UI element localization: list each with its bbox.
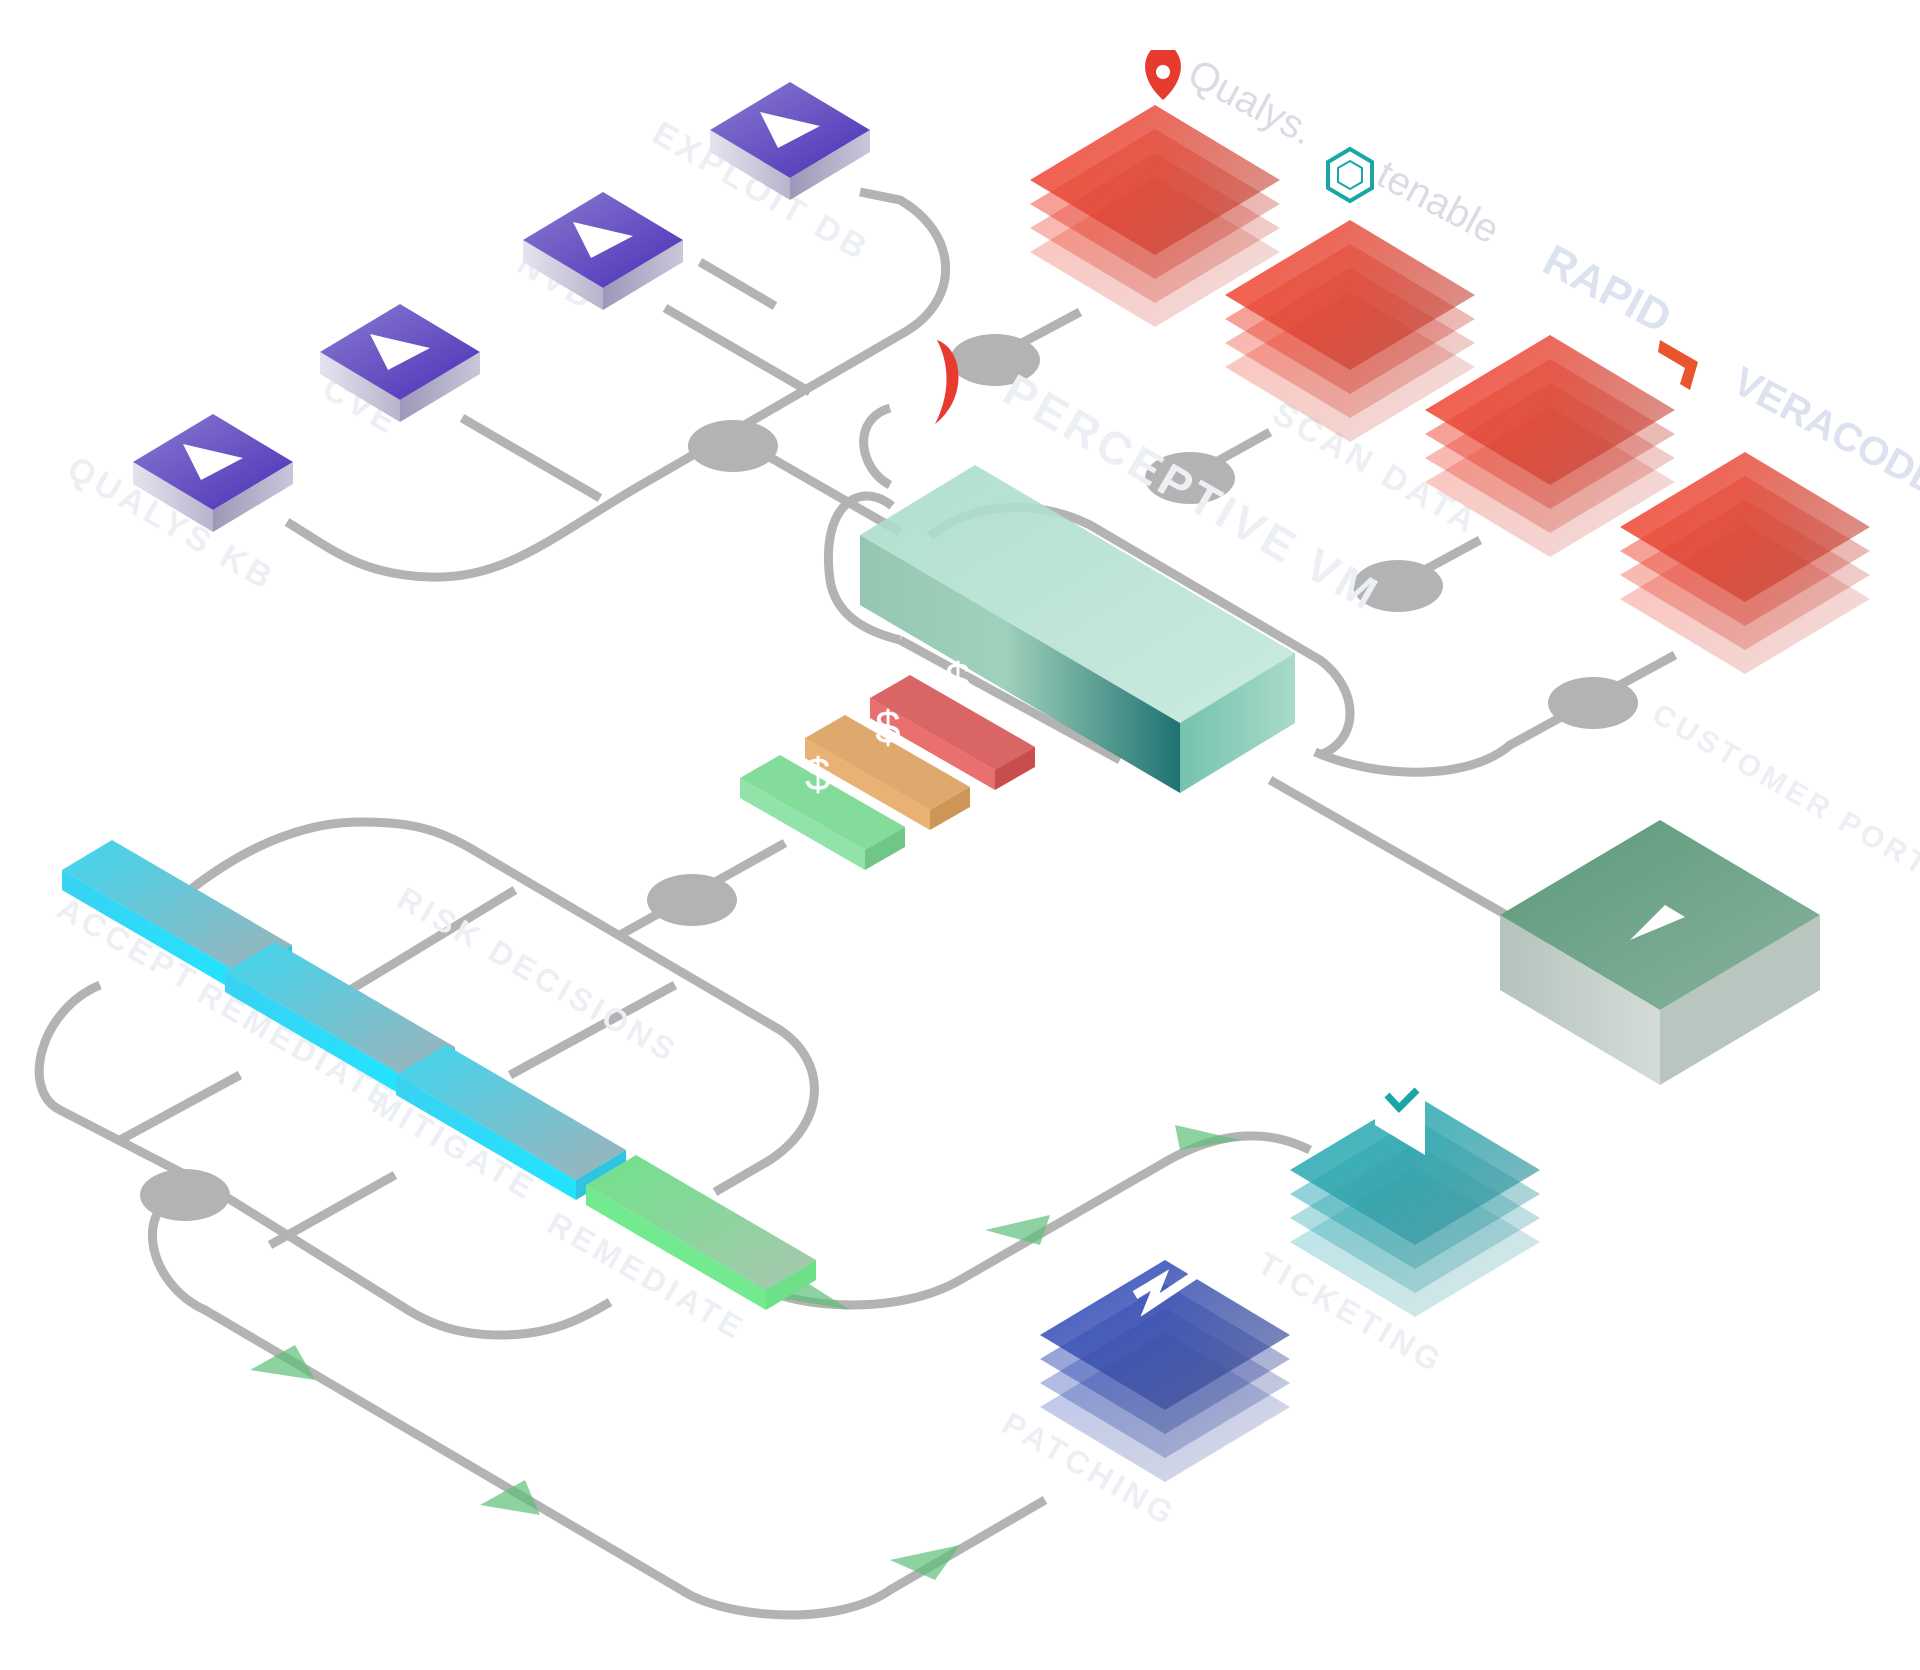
currency-bar-orange[interactable]: $ — [805, 701, 970, 830]
junction-node — [1145, 452, 1235, 504]
connector-lines — [34, 187, 1678, 1620]
brand-mark — [935, 340, 959, 424]
feed-tile-qualys-kb[interactable] — [133, 414, 293, 532]
junction-nodes — [140, 334, 1638, 1221]
junction-node — [1353, 560, 1443, 612]
currency-bars: $ $ $ — [740, 653, 1035, 870]
feed-tile-exploit-db[interactable] — [710, 82, 870, 200]
scanner-stack-qualys[interactable] — [1030, 105, 1280, 327]
currency-bar-green[interactable]: $ — [740, 748, 905, 870]
junction-node — [647, 874, 737, 926]
currency-icon: $ — [945, 653, 971, 705]
customer-portfolio-block[interactable] — [1500, 820, 1820, 1085]
tenable-wordmark: tenable — [1370, 152, 1507, 252]
intel-feed-tiles — [133, 82, 870, 532]
check-icon — [1375, 1050, 1425, 1155]
patching-stack[interactable] — [1040, 1260, 1290, 1482]
currency-icon: $ — [805, 748, 831, 800]
currency-icon: $ — [875, 701, 901, 753]
arrow-icon — [250, 1345, 315, 1380]
junction-node — [140, 1169, 230, 1221]
core-engine-block[interactable] — [860, 465, 1295, 793]
scanner-stack-rapid7[interactable] — [1425, 335, 1675, 557]
arrow-icon — [890, 1545, 960, 1580]
play-icon — [370, 334, 430, 370]
action-bars — [62, 840, 816, 1310]
rapid7-mark-icon — [1658, 340, 1698, 390]
feed-tile-cve[interactable] — [320, 304, 480, 422]
arrow-icon — [480, 1480, 540, 1515]
arrow-icon — [985, 1215, 1050, 1245]
tenable-hex-icon — [1326, 146, 1374, 204]
feed-tile-nvd[interactable] — [523, 192, 683, 310]
currency-bar-red[interactable]: $ — [870, 653, 1035, 790]
lightning-icon — [1132, 1269, 1198, 1317]
junction-node — [1548, 677, 1638, 729]
play-icon — [183, 444, 243, 480]
junction-node — [950, 334, 1040, 386]
action-bar-remediate-green[interactable] — [586, 1155, 816, 1310]
play-icon — [760, 112, 820, 148]
scanner-stack-veracode[interactable] — [1620, 452, 1870, 674]
brand-logo-icon — [935, 340, 959, 424]
ticketing-stack[interactable] — [1290, 1050, 1540, 1317]
scanner-stack-tenable[interactable] — [1225, 220, 1475, 442]
play-icon — [573, 222, 633, 258]
arrow-icon — [1175, 1125, 1240, 1150]
play-icon — [1630, 905, 1685, 940]
rapid7-wordmark: RAPID — [1535, 236, 1679, 344]
scanner-stacks — [1030, 105, 1870, 674]
junction-node — [688, 420, 778, 472]
